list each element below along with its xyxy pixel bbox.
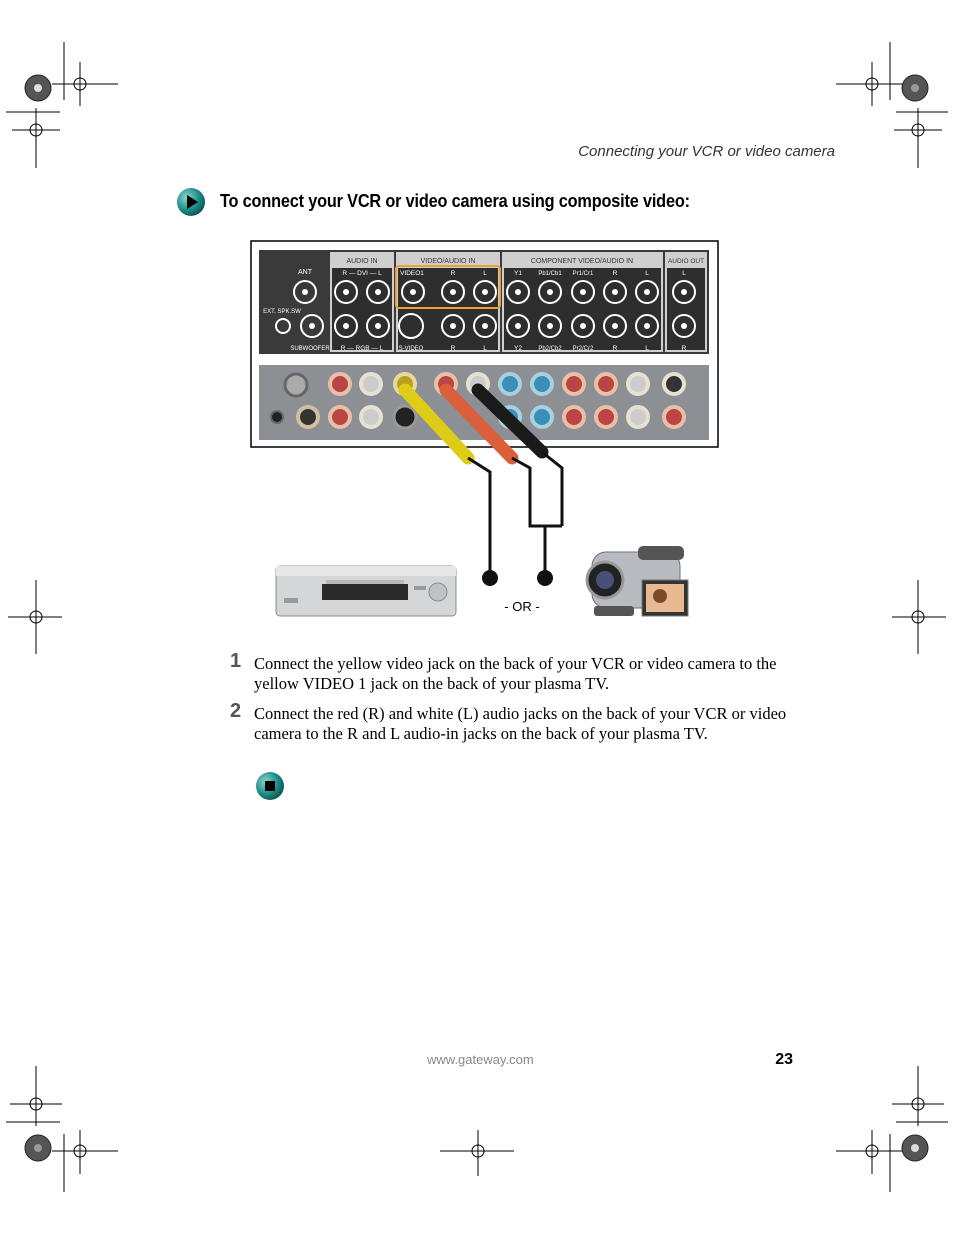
label-l-top: L (483, 270, 487, 277)
label-dvi: R — DVI — L (342, 270, 382, 277)
group-label-audio-out: AUDIO OUT (668, 258, 704, 265)
group-label-component: COMPONENT VIDEO/AUDIO IN (531, 258, 633, 265)
step-2-number: 2 (230, 700, 241, 723)
label-pb2: Pb2/Cb2 (538, 346, 562, 352)
label-r-out: R (682, 345, 687, 352)
group-label-video-audio-in: VIDEO/AUDIO IN (421, 258, 476, 265)
camcorder-illustration (587, 546, 688, 616)
footer-url: www.gateway.com (427, 1052, 534, 1067)
page-number: 23 (760, 1051, 793, 1069)
cable-end-right (537, 570, 553, 586)
label-subwoofer: SUBWOOFER (290, 346, 330, 352)
label-ant: ANT (298, 269, 313, 276)
label-r-comp-bottom: R (613, 345, 618, 352)
step-1-text: Connect the yellow video jack on the bac… (254, 654, 794, 693)
label-pr2: Pr2/Cr2 (573, 346, 594, 352)
label-ext-spk: EXT. SPK.SW (263, 309, 301, 315)
running-head: Connecting your VCR or video camera (480, 143, 835, 160)
label-y2: Y2 (514, 345, 522, 352)
label-l-comp-bottom: L (645, 345, 649, 352)
connection-diagram: AUDIO IN VIDEO/AUDIO IN COMPONENT VIDEO/… (250, 240, 720, 630)
label-l-out: L (682, 270, 686, 277)
label-pr1: Pr1/Cr1 (573, 271, 594, 277)
cable-end-left (482, 570, 498, 586)
label-rgb: R — RGB — L (341, 345, 384, 352)
label-pb1: Pb1/Cb1 (538, 271, 562, 277)
step-1-number: 1 (230, 650, 241, 673)
label-r-bottom: R (451, 345, 456, 352)
label-r-comp-top: R (613, 270, 618, 277)
section-heading: To connect your VCR or video camera usin… (220, 190, 690, 212)
vcr-illustration (276, 566, 456, 616)
label-video1: VIDEO1 (400, 270, 424, 277)
label-l-bottom: L (483, 345, 487, 352)
step-2-text: Connect the red (R) and white (L) audio … (254, 704, 794, 743)
play-arrow-icon (176, 187, 206, 217)
stop-square-icon (255, 771, 285, 801)
or-label: - OR - (490, 599, 554, 614)
label-l-comp-top: L (645, 270, 649, 277)
label-svideo: S-VIDEO (399, 346, 424, 352)
group-label-audio-in: AUDIO IN (346, 258, 377, 265)
label-y1: Y1 (514, 270, 522, 277)
label-r-top: R (451, 270, 456, 277)
